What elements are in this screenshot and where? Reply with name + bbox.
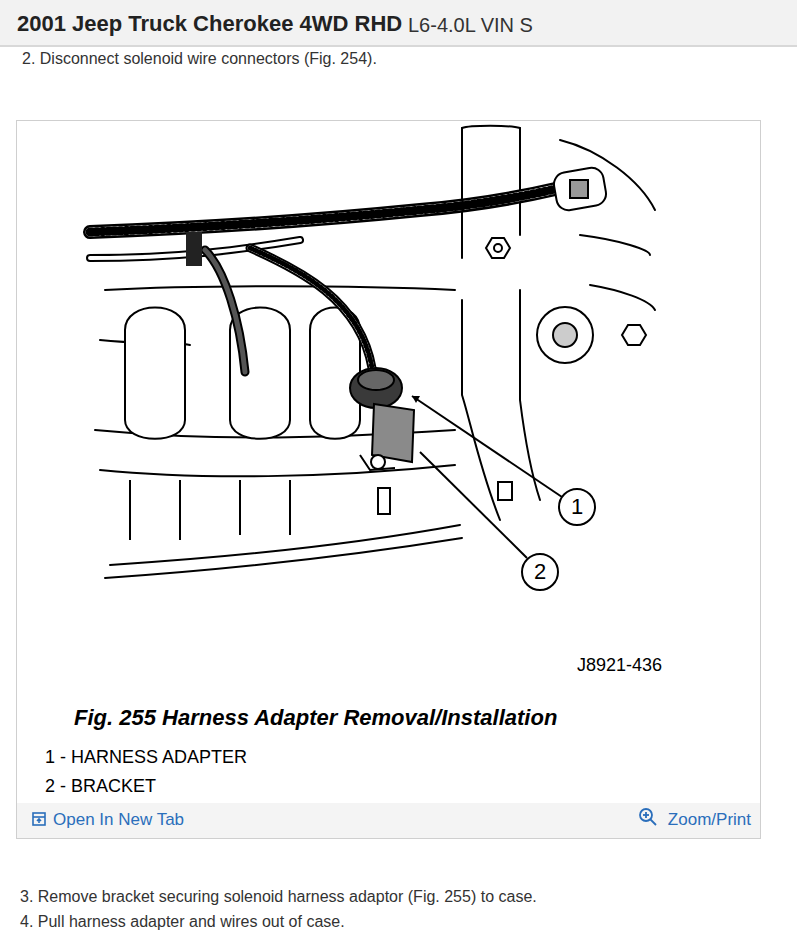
legend-entry: 1 - HARNESS ADAPTER — [45, 746, 247, 768]
figure-frame — [17, 121, 761, 839]
step-text: 4. Pull harness adapter and wires out of… — [20, 912, 345, 932]
transmission-case — [95, 126, 655, 578]
page-title: 2001 Jeep Truck Cherokee 4WD RHD — [17, 11, 402, 37]
engine-spec: L6-4.0L VIN S — [408, 13, 533, 37]
toolbar-link: Open In New Tab — [53, 810, 184, 830]
header-rule — [0, 45, 797, 47]
new-tab-icon — [33, 813, 45, 825]
figure-caption: Fig. 255 Harness Adapter Removal/Install… — [74, 704, 557, 732]
legend-entry: 2 - BRACKET — [45, 775, 156, 797]
zoom-icon — [640, 809, 656, 825]
header-bar — [0, 0, 797, 46]
step-text: 2. Disconnect solenoid wire connectors (… — [22, 50, 377, 68]
figure-code: J8921-436 — [577, 654, 662, 676]
harness-connector — [552, 166, 608, 212]
case-hardware — [378, 238, 646, 514]
callout-number: 2 — [523, 555, 557, 589]
step-text: 3. Remove bracket securing solenoid harn… — [20, 887, 537, 907]
callout-circles — [522, 489, 595, 590]
harness-adapter — [350, 368, 402, 408]
toolbar-link: Zoom/Print — [668, 810, 751, 830]
leader-tip — [412, 396, 420, 403]
wire-clip — [186, 232, 202, 266]
callout-number: 1 — [560, 490, 594, 524]
figure-toolbar — [17, 803, 760, 838]
leader-lines — [412, 396, 562, 558]
wire-harness — [90, 188, 560, 372]
bracket — [360, 404, 414, 470]
